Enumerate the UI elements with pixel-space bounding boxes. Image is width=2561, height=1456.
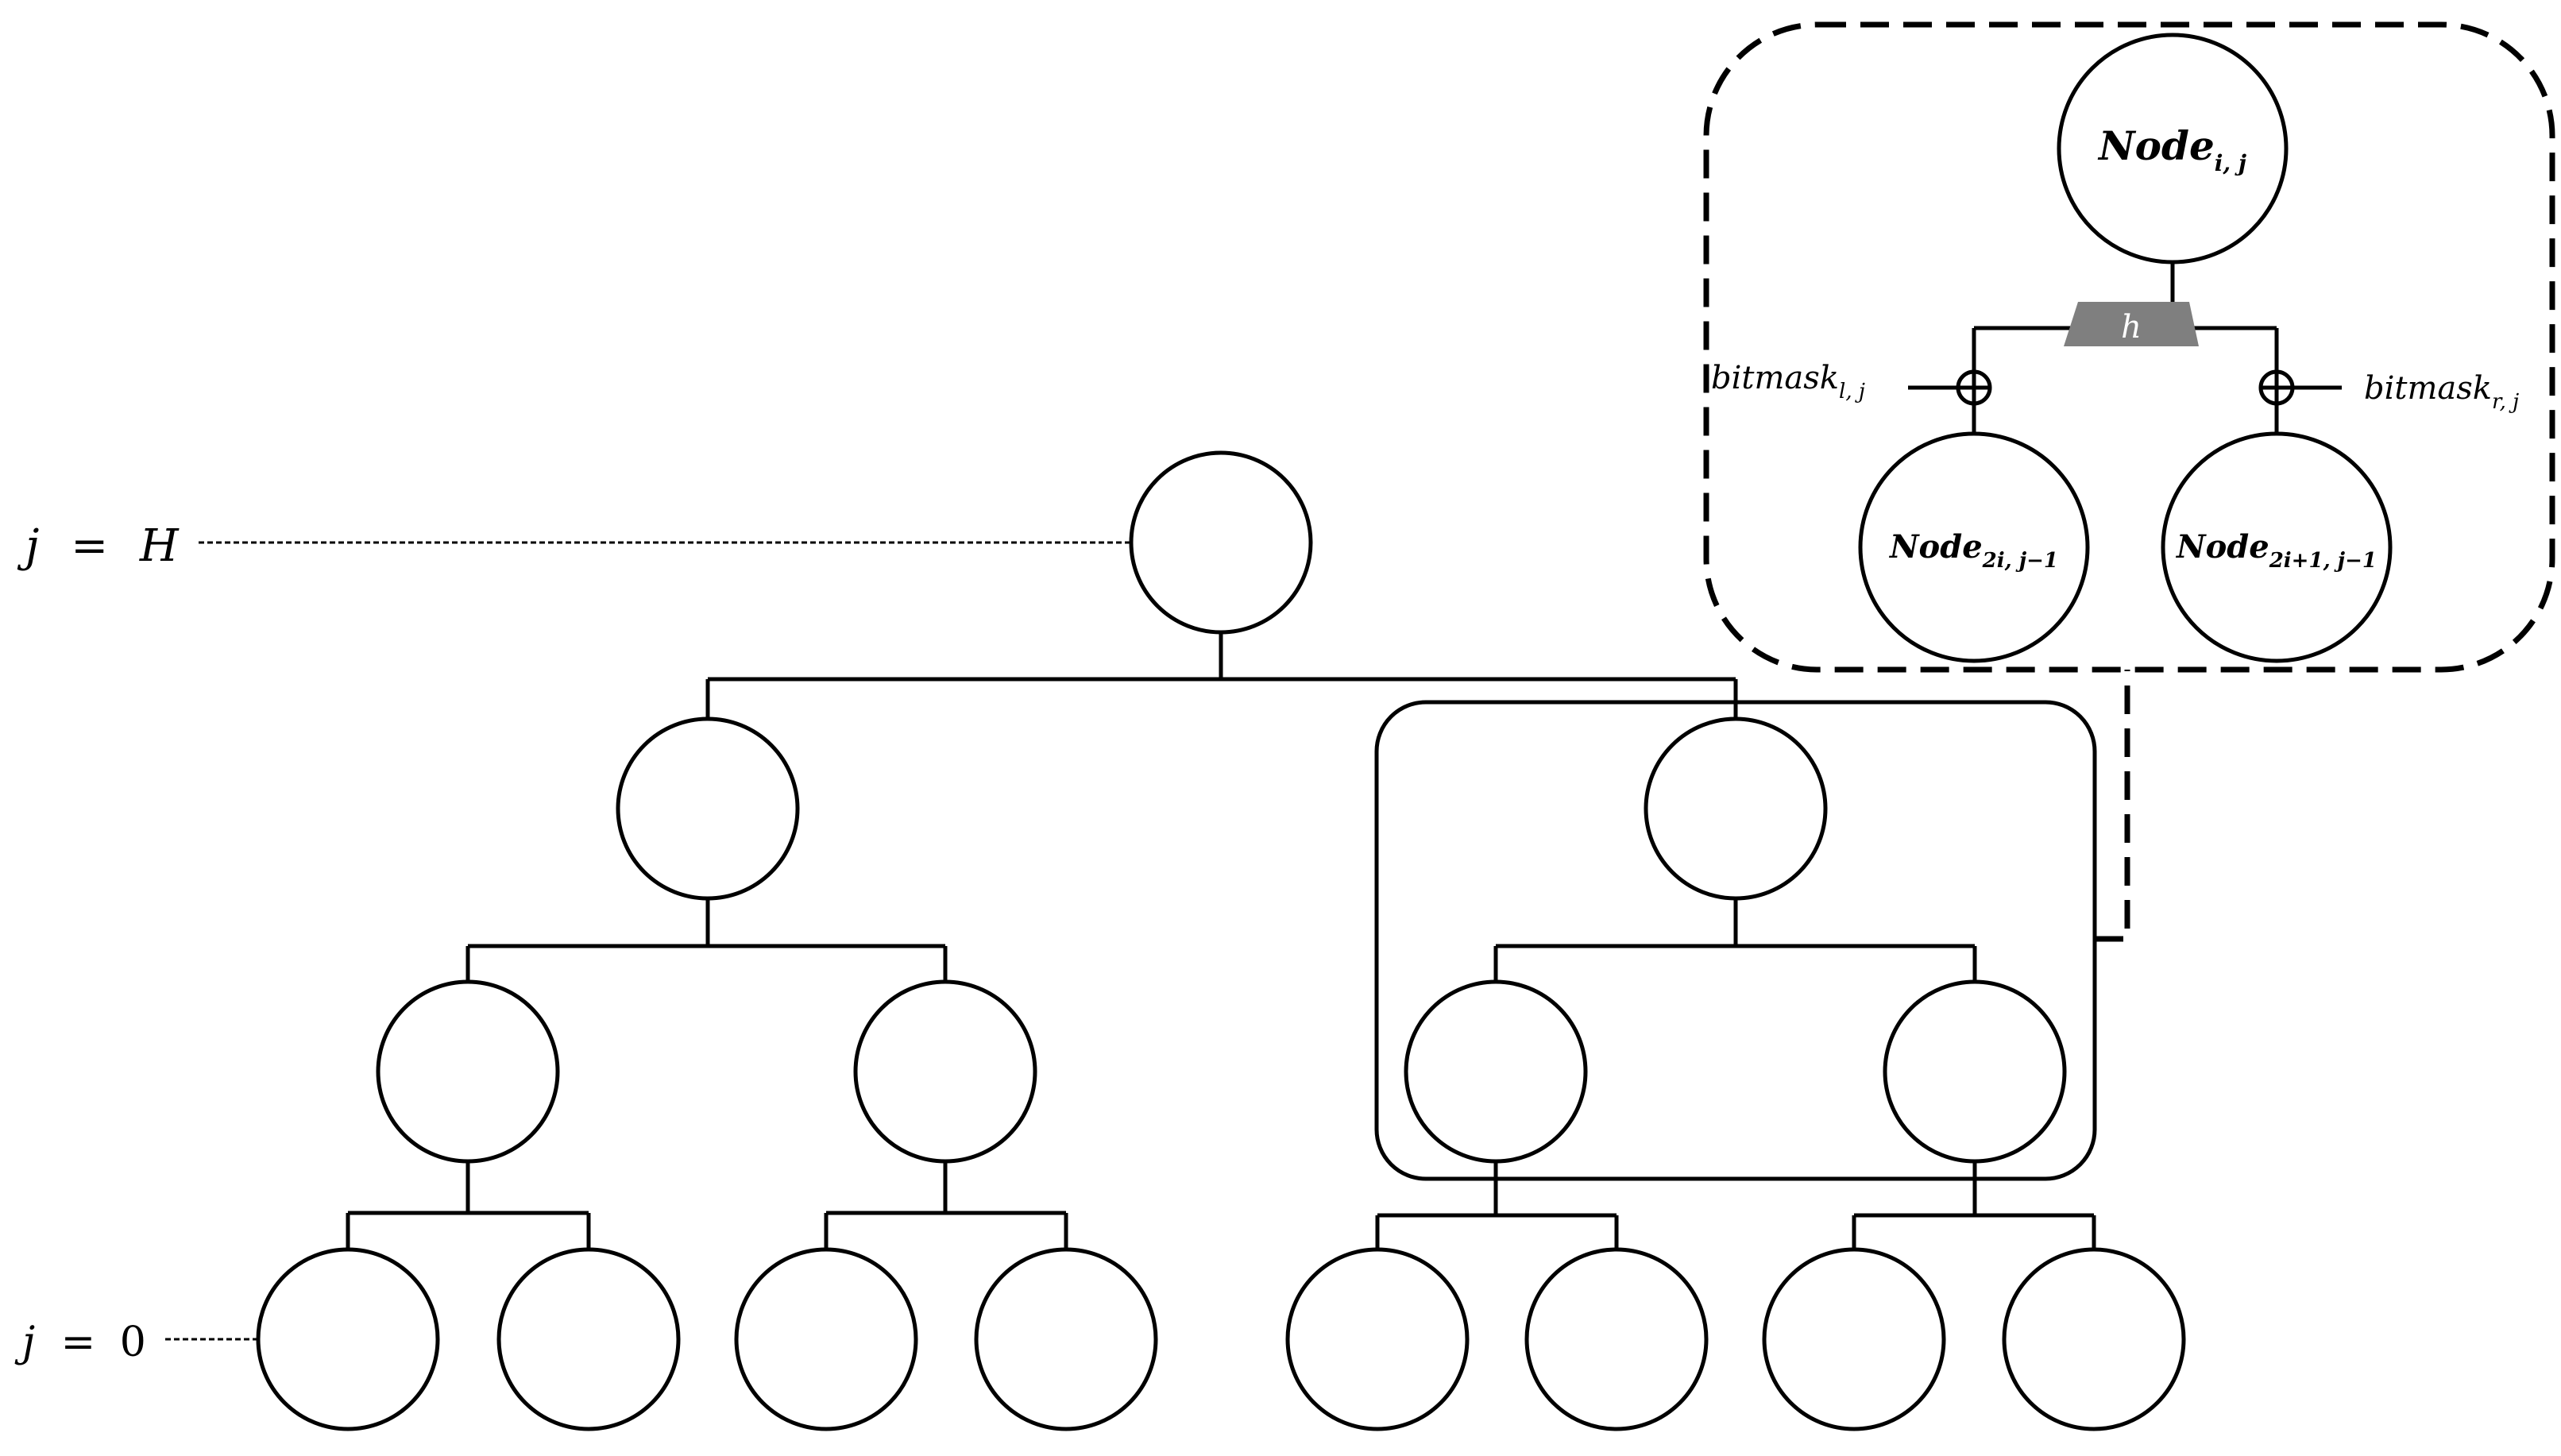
bitmask-left-label: bitmaskl, j [1711,360,1865,404]
tree-node-l2-3 [1404,979,1588,1164]
inset-left-child-label: Node2i, j−1 [1888,528,2058,573]
tree-leaf-5 [1285,1247,1470,1431]
tree-leaf-1 [256,1247,440,1431]
tree-node-l1-right [1644,716,1828,901]
tree-node-root [1129,450,1313,635]
hash-function-label: h [2121,309,2142,346]
level-h-label: j = H [17,520,180,572]
inset-detail: h Nodei, j Node2i, j−1 Node2i+1, j−1 bit… [1703,21,2555,673]
tree-node-l2-4 [1883,979,2067,1164]
tree-leaf-8 [2002,1247,2186,1431]
tree-leaf-7 [1762,1247,1946,1431]
inset-right-child-label: Node2i+1, j−1 [2175,528,2377,573]
level-0-label: j = 0 [14,1319,146,1366]
bitmask-right-label: bitmaskr, j [2364,370,2519,414]
inset-dashed-box [1703,21,2555,673]
tree-edges [346,632,2096,1249]
tree-leaf-2 [496,1247,681,1431]
tree-node-l2-1 [376,979,560,1164]
hash-function-block [2064,302,2199,346]
tree-leaf-6 [1524,1247,1709,1431]
tree-leaf-3 [734,1247,918,1431]
inset-parent-label: Nodei, j [2097,122,2246,176]
inset-connector [2095,670,2130,942]
tree-node-l1-left [616,716,800,901]
tree-leaf-4 [974,1247,1158,1431]
tree-node-l2-2 [853,979,1037,1164]
